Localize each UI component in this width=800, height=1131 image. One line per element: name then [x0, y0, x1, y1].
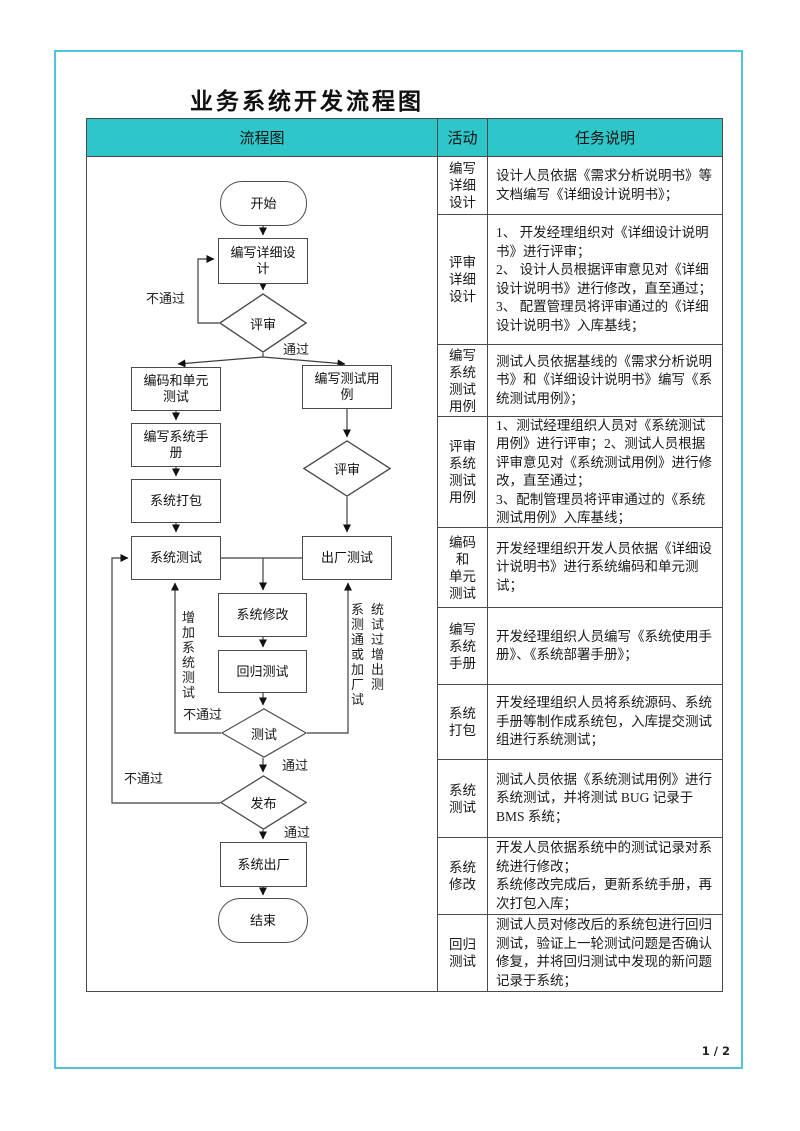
flow-node-end-label: 结束 — [249, 912, 276, 928]
flow-node-factory-test: 出厂测试 — [302, 536, 392, 580]
header-description: 任务说明 — [574, 131, 635, 147]
activity-rows: 编写 详细 设计 设计人员依据《需求分析说明书》等文档编写《详细设计说明书》； … — [438, 157, 722, 991]
flow-node-write-test-cases: 编写测试用 例 — [302, 365, 392, 409]
table-row: 评审 系统 测试 用例 1、测试经理组织人员对《系统测试用例》进行评审；2、测试… — [438, 417, 722, 528]
activity-cell: 编码 和 单元 测试 — [438, 528, 488, 607]
table-row: 编写 系统 手册 开发经理组织人员编写《系统使用手册》、《系统部署手册》； — [438, 608, 722, 685]
edge-label-pass-review-design: 通过 — [283, 342, 310, 357]
document-title: 业务系统开发流程图 — [190, 89, 424, 114]
activity-cell: 系统 修改 — [438, 838, 488, 914]
flow-node-label: 编码和单元 测试 — [143, 373, 209, 404]
flow-node-system-test: 系统测试 — [131, 536, 221, 580]
flow-node-system-modify: 系统修改 — [218, 593, 307, 637]
edge-label-fail-review-design: 不通过 — [146, 291, 186, 306]
table-row: 系统 打包 开发经理组织人员将系统源码、系统手册等制作成系统包，入库提交测试组进… — [438, 685, 722, 760]
flow-node-label: 编写详细设 计 — [230, 245, 296, 276]
activity-cell: 系统 测试 — [438, 760, 488, 837]
flow-node-end: 结束 — [218, 898, 308, 943]
activity-cell: 评审 详细 设计 — [438, 215, 488, 344]
diamond-shape-icon — [220, 775, 307, 830]
flow-node-regression-test: 回归测试 — [218, 650, 307, 693]
description-cell: 测试人员对修改后的系统包进行回归测试，验证上一轮测试问题是否确认修复，并将回归测… — [496, 917, 712, 988]
activity-cell: 系统 打包 — [438, 685, 488, 759]
flow-decision-release: 发布 — [220, 775, 307, 830]
flow-node-label: 出厂测试 — [320, 550, 373, 565]
table-row: 回归 测试 测试人员对修改后的系统包进行回归测试，验证上一轮测试问题是否确认修复… — [438, 915, 722, 991]
process-table: 流程图 活动 任务说明 编写 详细 设计 设计人员依据《需求分析说明书》等文档编… — [86, 118, 723, 992]
description-cell: 测试人员依据《系统测试用例》进行系统测试，并将测试 BUG 记录于 BMS 系统… — [496, 771, 712, 824]
table-header-row: 流程图 活动 任务说明 — [87, 119, 722, 157]
table-row: 编写 详细 设计 设计人员依据《需求分析说明书》等文档编写《详细设计说明书》； — [438, 157, 722, 215]
flow-decision-label: 发布 — [250, 796, 277, 811]
activity-cell: 编写 系统 测试 用例 — [438, 345, 488, 416]
description-cell: 测试人员依据基线的《需求分析说明书》和《详细设计说明书》编写《系统测试用例》； — [496, 353, 712, 406]
flow-decision-label: 测试 — [250, 726, 277, 742]
flow-node-label: 系统测试 — [149, 550, 202, 565]
table-row: 评审 详细 设计 1、 开发经理组织对《详细设计说明书》进行评审； 2、 设计人… — [438, 215, 722, 345]
flow-node-write-detailed-design: 编写详细设 计 — [218, 238, 308, 284]
flow-node-label: 回归测试 — [236, 663, 289, 679]
edge-label-fail-test: 不通过 — [183, 707, 223, 722]
description-cell: 开发经理组织人员将系统源码、系统手册等制作成系统包，入库提交测试组进行系统测试； — [496, 695, 712, 748]
edge-label-add-system-test: 增加系统测试 — [182, 610, 196, 700]
flow-decision-label: 评审 — [249, 316, 276, 332]
activity-cell: 编写 详细 设计 — [438, 157, 488, 214]
flow-node-coding-unit-test: 编码和单元 测试 — [131, 367, 221, 411]
flow-decision-test: 测试 — [221, 708, 307, 758]
description-cell: 开发经理组织开发人员依据《详细设计说明书》进行系统编码和单元测试； — [496, 540, 712, 593]
flow-node-label: 编写测试用 例 — [314, 371, 380, 402]
diamond-shape-icon — [221, 708, 307, 758]
activity-cell: 回归 测试 — [438, 915, 488, 991]
flow-node-package: 系统打包 — [131, 479, 221, 523]
flow-node-start-label: 开始 — [250, 195, 277, 211]
flow-node-label: 系统打包 — [149, 493, 202, 508]
flow-node-label: 系统修改 — [236, 607, 289, 622]
description-cell: 开发人员依据系统中的测试记录对系统进行修改； 系统修改完成后，更新系统手册，再次… — [496, 840, 712, 911]
header-flowchart: 流程图 — [87, 119, 438, 156]
page-number: 1 / 2 — [701, 1044, 730, 1058]
activity-cell: 编写 系统 手册 — [438, 608, 488, 684]
table-row: 编码 和 单元 测试 开发经理组织开发人员依据《详细设计说明书》进行系统编码和单… — [438, 528, 722, 608]
flow-node-label: 编写系统手 册 — [143, 429, 209, 460]
description-cell: 设计人员依据《需求分析说明书》等文档编写《详细设计说明书》； — [496, 168, 712, 202]
table-row: 系统 修改 开发人员依据系统中的测试记录对系统进行修改； 系统修改完成后，更新系… — [438, 838, 722, 915]
flow-node-write-manual: 编写系统手 册 — [131, 423, 221, 467]
diamond-shape-icon — [219, 293, 307, 353]
flow-node-system-ship: 系统出厂 — [220, 842, 307, 887]
activity-cell: 评审 系统 测试 用例 — [438, 417, 488, 527]
description-cell: 1、测试经理组织人员对《系统测试用例》进行评审；2、测试人员根据评审意见对《系统… — [496, 417, 712, 526]
header-activity: 活动 — [438, 119, 488, 156]
edge-label-pass-release: 通过 — [284, 825, 311, 840]
flow-decision-label: 评审 — [333, 462, 360, 477]
description-cell: 开发经理组织人员编写《系统使用手册》、《系统部署手册》； — [496, 628, 712, 663]
description-cell: 1、 开发经理组织对《详细设计说明书》进行评审； 2、 设计人员根据评审意见对《… — [496, 225, 712, 333]
table-row: 系统 测试 测试人员依据《系统测试用例》进行系统测试，并将测试 BUG 记录于 … — [438, 760, 722, 838]
edge-label-fail-release: 不通过 — [124, 771, 164, 786]
diamond-shape-icon — [303, 440, 391, 497]
edge-label-pass-test: 通过 — [282, 758, 309, 773]
table-row: 编写 系统 测试 用例 测试人员依据基线的《需求分析说明书》和《详细设计说明书》… — [438, 345, 722, 417]
flow-node-start: 开始 — [220, 181, 307, 226]
flow-node-label: 系统出厂 — [237, 856, 290, 872]
flow-decision-review-design: 评审 — [219, 293, 307, 353]
edge-label-systest-pass-or-add-factory-test: 系统测试通过或增加出厂测试 — [351, 602, 392, 707]
flow-decision-review-testcase: 评审 — [303, 440, 391, 497]
flowchart-cell — [87, 157, 438, 991]
